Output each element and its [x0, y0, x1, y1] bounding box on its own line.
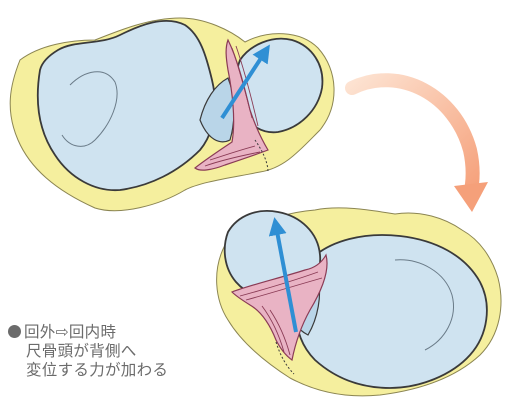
- caption-line-2: 尺骨頭が背側へ: [8, 342, 268, 361]
- top-wrist-section: [10, 18, 334, 211]
- caption-line-1: 回外⇨回内時: [8, 323, 268, 342]
- caption-line-3: 変位する力が加わる: [8, 361, 268, 380]
- caption-line-1-text: 回外⇨回内時: [24, 323, 116, 341]
- rotation-arrow-icon: [352, 80, 488, 212]
- bullet-icon: [8, 325, 21, 338]
- caption: 回外⇨回内時 尺骨頭が背側へ 変位する力が加わる: [8, 323, 268, 380]
